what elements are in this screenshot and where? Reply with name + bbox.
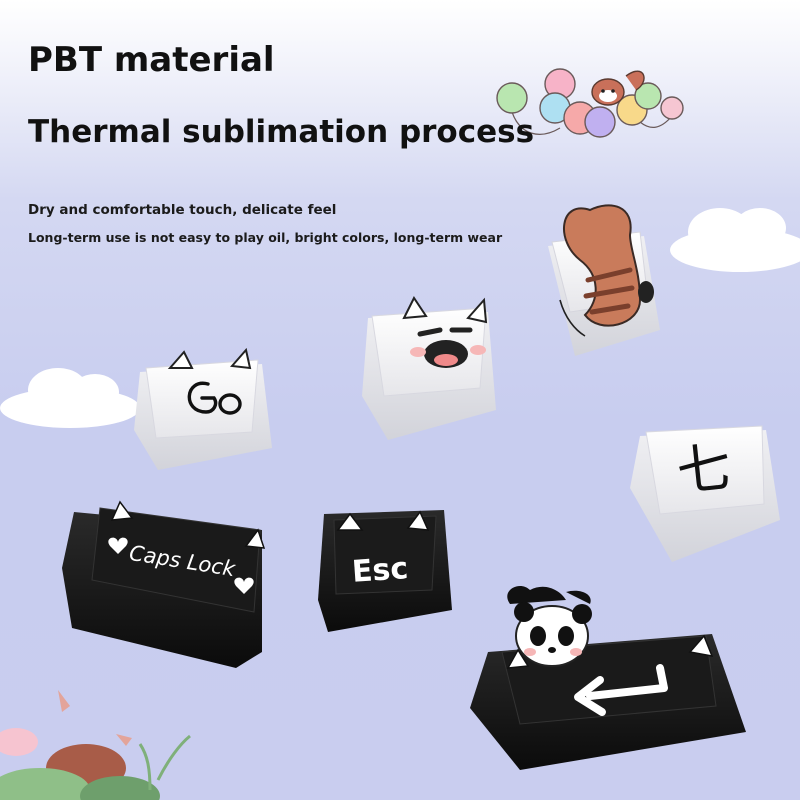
keycap-esc: Esc xyxy=(318,510,452,632)
keycap-esc-label: Esc xyxy=(351,551,409,590)
keycap-enter xyxy=(470,634,746,770)
headline-process: Thermal sublimation process xyxy=(28,114,535,150)
keycap-seven-label: 七 xyxy=(674,435,734,503)
feature-durability: Long-term use is not easy to play oil, b… xyxy=(28,230,503,245)
balloons-red-panda-sticker xyxy=(496,68,684,138)
flower-decoration xyxy=(0,690,191,800)
keycap-caps-lock: Caps Lock xyxy=(62,500,266,668)
feature-touch: Dry and comfortable touch, delicate feel xyxy=(28,202,337,218)
keycap-seven: 七 xyxy=(630,425,780,562)
headline-material: PBT material xyxy=(28,40,275,80)
cloud-left xyxy=(0,368,140,428)
keycap-red-panda xyxy=(548,204,660,356)
enter-arrow-icon xyxy=(586,664,668,700)
keycap-panda-face xyxy=(362,296,496,440)
cloud-right xyxy=(670,208,800,272)
keycap-go-cat xyxy=(134,347,272,470)
panda-sticker xyxy=(507,585,592,667)
